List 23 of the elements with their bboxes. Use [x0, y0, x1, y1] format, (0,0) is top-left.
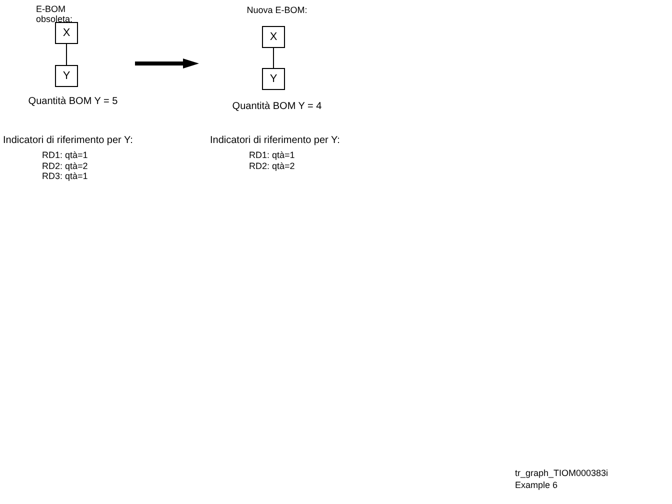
list-item: RD2: qtà=2	[249, 160, 295, 170]
part-label: X	[62, 27, 70, 39]
part-label: Y	[62, 70, 70, 82]
heading-text: E-BOM obsoleta:	[36, 4, 72, 24]
connector-line	[66, 44, 67, 66]
list-item: RD1: qtà=1	[42, 150, 88, 160]
quantity-text: Quantità BOM Y = 5	[27, 97, 119, 107]
quantity-text: Quantità BOM Y = 4	[231, 102, 323, 112]
list-heading: Indicatori di riferimento per Y:	[210, 136, 340, 146]
list-heading: Indicatori di riferimento per Y:	[3, 136, 133, 146]
figure-id-text: tr_graph_TIOM000383i	[515, 468, 608, 478]
part-box	[55, 22, 78, 44]
list-item: RD2: qtà=2	[42, 160, 88, 170]
connector-line	[273, 48, 274, 68]
list-item: RD3: qtà=1	[42, 171, 88, 181]
figure-id-text: Example 6	[515, 480, 558, 490]
part-box	[262, 26, 285, 48]
heading-text: Nuova E-BOM:	[246, 5, 308, 15]
list-item: RD1: qtà=1	[249, 150, 295, 160]
part-box	[55, 65, 78, 87]
part-label: Y	[270, 73, 278, 85]
part-box	[262, 68, 285, 90]
part-label: X	[270, 31, 278, 43]
